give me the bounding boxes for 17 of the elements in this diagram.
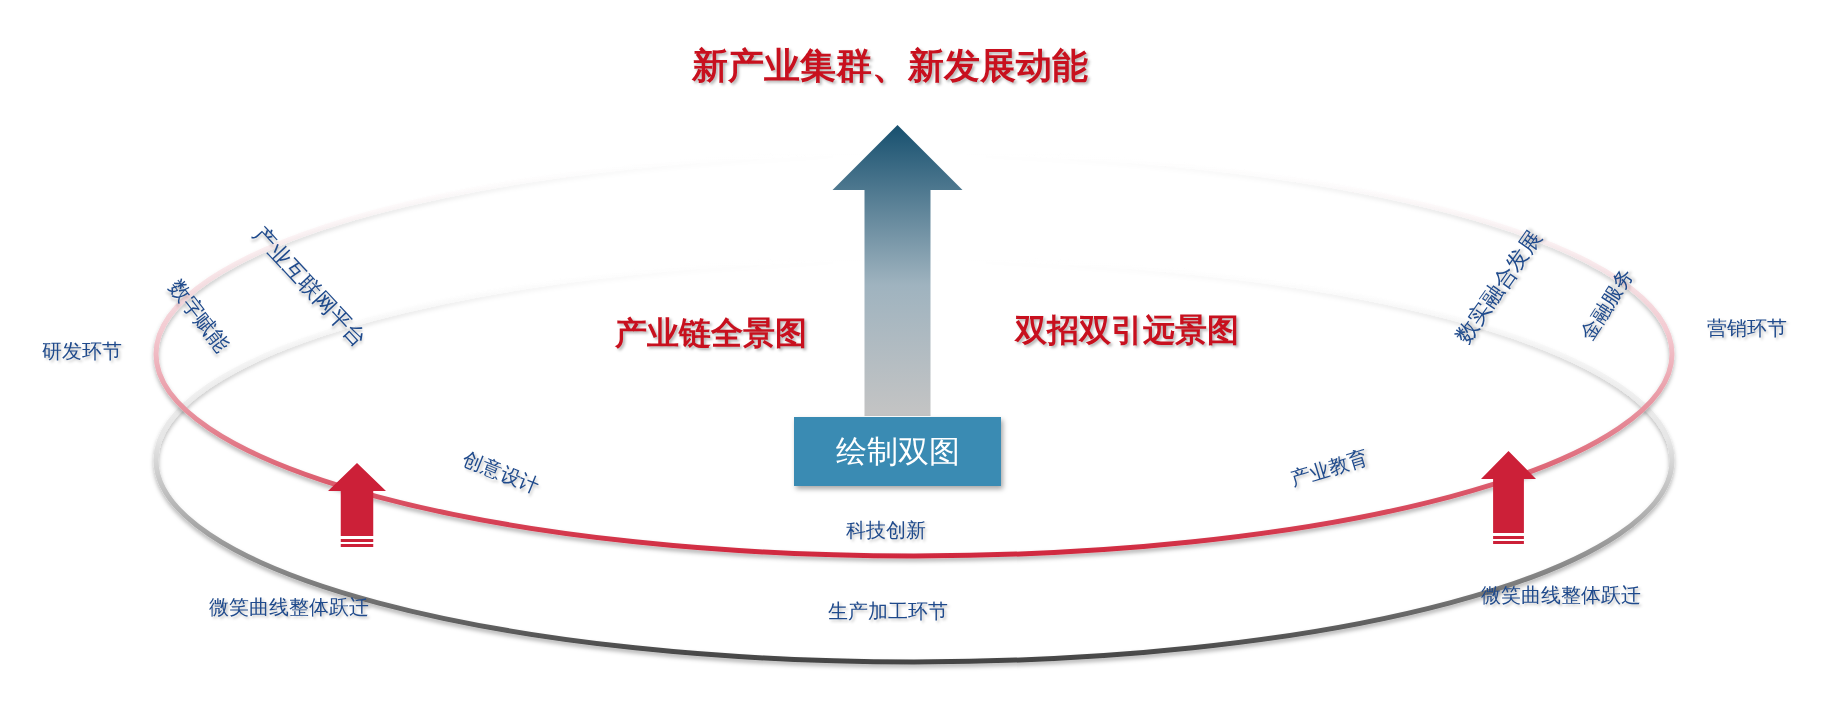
process-box: 绘制双图 [794,417,1001,486]
stage-label: 产业教育 [1286,444,1372,492]
section-heading: 产业链全景图 [615,314,807,353]
stage-label: 数字赋能 [162,274,236,358]
stage-label: 金融服务 [1574,263,1639,345]
stage-label: 营销环节 [1707,315,1787,341]
stage-label: 产业互联网平台 [247,220,373,354]
section-heading: 双招双引远景图 [1015,311,1239,350]
stage-label: 生产加工环节 [828,598,948,624]
stage-label: 微笑曲线整体跃迁 [1481,582,1641,608]
stage-label: 研发环节 [42,338,122,364]
arrow [832,125,963,416]
stage-label: 微笑曲线整体跃迁 [209,594,369,620]
stage-label: 科技创新 [846,517,926,543]
heading-text: 新产业集群、新发展动能 [600,40,1180,92]
stage-label: 数实融合发展 [1449,224,1548,350]
stage-label: 创意设计 [459,445,544,499]
